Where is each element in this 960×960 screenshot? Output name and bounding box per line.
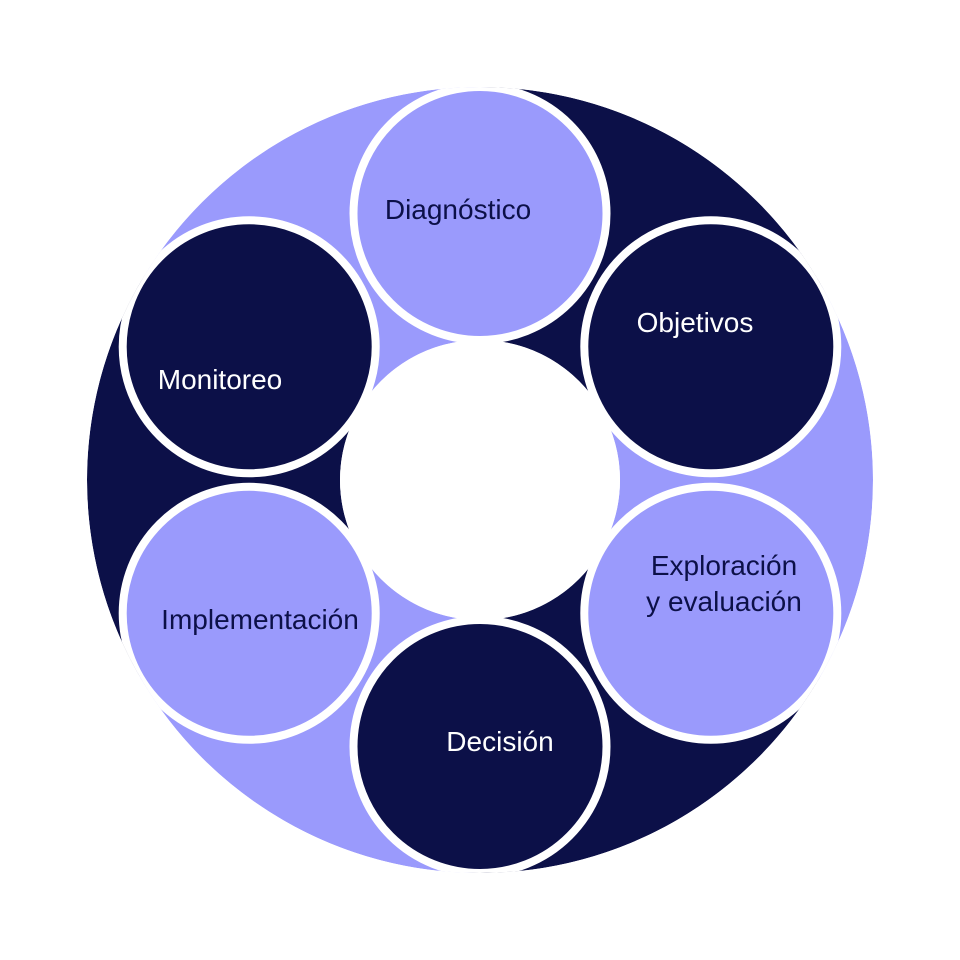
segment-head-exploracion	[580, 482, 842, 744]
segment-head-objetivos	[580, 216, 842, 478]
stage-label-objetivos: Objetivos	[636, 307, 754, 338]
stage-label-decision: Decisión	[446, 726, 554, 757]
stage-label-monitoreo: Monitoreo	[157, 364, 283, 395]
center-hole	[340, 340, 620, 620]
stage-label-exploracion-line2: y evaluación	[646, 586, 802, 617]
stage-label-exploracion: Exploración y evaluación	[646, 548, 802, 620]
stage-label-implementacion: Implementación	[161, 604, 359, 635]
segment-head-implementacion	[118, 482, 380, 744]
stage-label-exploracion-line1: Exploración	[650, 550, 798, 581]
segment-head-monitoreo	[118, 216, 380, 478]
stage-label-diagnostico: Diagnóstico	[384, 194, 532, 225]
